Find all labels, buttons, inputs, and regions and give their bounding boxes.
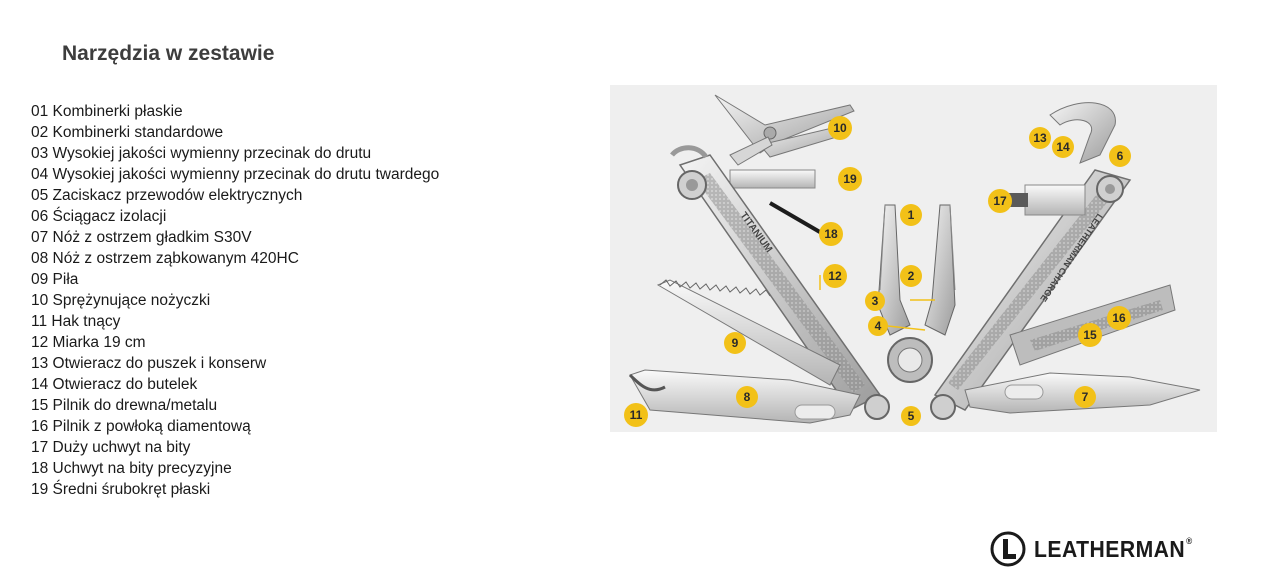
- list-item: 03 Wysokiej jakości wymienny przecinak d…: [31, 145, 372, 162]
- pliers: [877, 204, 956, 383]
- logo-wordmark: LEATHERMAN®: [1034, 535, 1193, 562]
- svg-text:4: 4: [875, 319, 882, 333]
- badge-17: 17: [988, 189, 1012, 213]
- list-item: 11 Hak tnący: [31, 313, 121, 330]
- pivot-screw: [930, 394, 956, 420]
- badge-6: 6: [1109, 145, 1131, 167]
- list-item: 05 Zaciskacz przewodów elektrycznych: [31, 187, 303, 204]
- svg-text:17: 17: [993, 194, 1007, 208]
- leatherman-logo-icon: [990, 531, 1026, 567]
- badge-10: 10: [828, 116, 852, 140]
- badge-19: 19: [838, 167, 862, 191]
- list-item: 09 Piła: [31, 271, 79, 288]
- svg-text:2: 2: [908, 269, 915, 283]
- list-item: 06 Ściągacz izolacji: [31, 208, 167, 225]
- page-title: Narzędzia w zestawie: [62, 42, 275, 65]
- svg-text:6: 6: [1117, 149, 1124, 163]
- list-item: 17 Duży uchwyt na bity: [31, 439, 191, 456]
- svg-text:8: 8: [744, 390, 751, 404]
- can-opener-tool: [1049, 102, 1116, 164]
- badge-11: 11: [624, 403, 648, 427]
- badge-13: 13: [1029, 127, 1051, 149]
- list-item: 15 Pilnik do drewna/metalu: [31, 397, 218, 414]
- svg-text:5: 5: [908, 409, 915, 423]
- svg-text:18: 18: [824, 227, 838, 241]
- badge-12: 12: [823, 264, 847, 288]
- list-item: 02 Kombinerki standardowe: [31, 124, 224, 141]
- leatherman-logo: LEATHERMAN®: [990, 530, 1206, 568]
- badge-8: 8: [736, 386, 758, 408]
- tool-list: 01 Kombinerki płaskie 02 Kombinerki stan…: [31, 101, 439, 500]
- list-item: 14 Otwieracz do butelek: [31, 376, 198, 393]
- list-item: 18 Uchwyt na bity precyzyjne: [31, 460, 232, 477]
- svg-text:14: 14: [1056, 140, 1070, 154]
- badge-16: 16: [1107, 306, 1131, 330]
- list-item: 12 Miarka 19 cm: [31, 334, 146, 351]
- list-item: 13 Otwieracz do puszek i konserw: [31, 355, 267, 372]
- list-item: 08 Nóż z ostrzem ząbkowanym 420HC: [31, 250, 299, 267]
- badge-14: 14: [1052, 136, 1074, 158]
- badge-5: 5: [901, 406, 921, 426]
- badge-9: 9: [724, 332, 746, 354]
- svg-text:16: 16: [1112, 311, 1126, 325]
- badge-15: 15: [1078, 323, 1102, 347]
- badge-4: 4: [868, 316, 888, 336]
- multitool-illustration: TITANIUM LEATHERMAN CHARGE: [610, 85, 1217, 432]
- badge-2: 2: [900, 265, 922, 287]
- flat-screwdriver: [729, 169, 816, 189]
- badge-7: 7: [1074, 386, 1096, 408]
- list-item: 19 Średni śrubokręt płaski: [31, 481, 211, 498]
- svg-text:10: 10: [833, 121, 847, 135]
- scissors-tool: [714, 94, 855, 166]
- saw-tool: [656, 279, 841, 386]
- badge-3: 3: [865, 291, 885, 311]
- svg-text:1: 1: [908, 208, 915, 222]
- svg-text:12: 12: [828, 269, 842, 283]
- svg-text:7: 7: [1082, 390, 1089, 404]
- svg-text:19: 19: [843, 172, 857, 186]
- svg-text:15: 15: [1083, 328, 1097, 342]
- svg-text:11: 11: [630, 408, 643, 422]
- list-item: 07 Nóż z ostrzem gładkim S30V: [31, 229, 252, 246]
- list-item: 04 Wysokiej jakości wymienny przecinak d…: [31, 166, 440, 183]
- pivot-screw: [864, 394, 890, 420]
- badge-1: 1: [900, 204, 922, 226]
- svg-text:13: 13: [1033, 131, 1047, 145]
- precision-bit-holder: [768, 201, 827, 237]
- svg-text:9: 9: [732, 336, 739, 350]
- list-item: 01 Kombinerki płaskie: [31, 103, 183, 120]
- list-item: 16 Pilnik z powłoką diamentową: [31, 418, 251, 435]
- list-item: 10 Sprężynujące nożyczki: [31, 292, 211, 309]
- badge-18: 18: [819, 222, 843, 246]
- svg-text:3: 3: [872, 294, 879, 308]
